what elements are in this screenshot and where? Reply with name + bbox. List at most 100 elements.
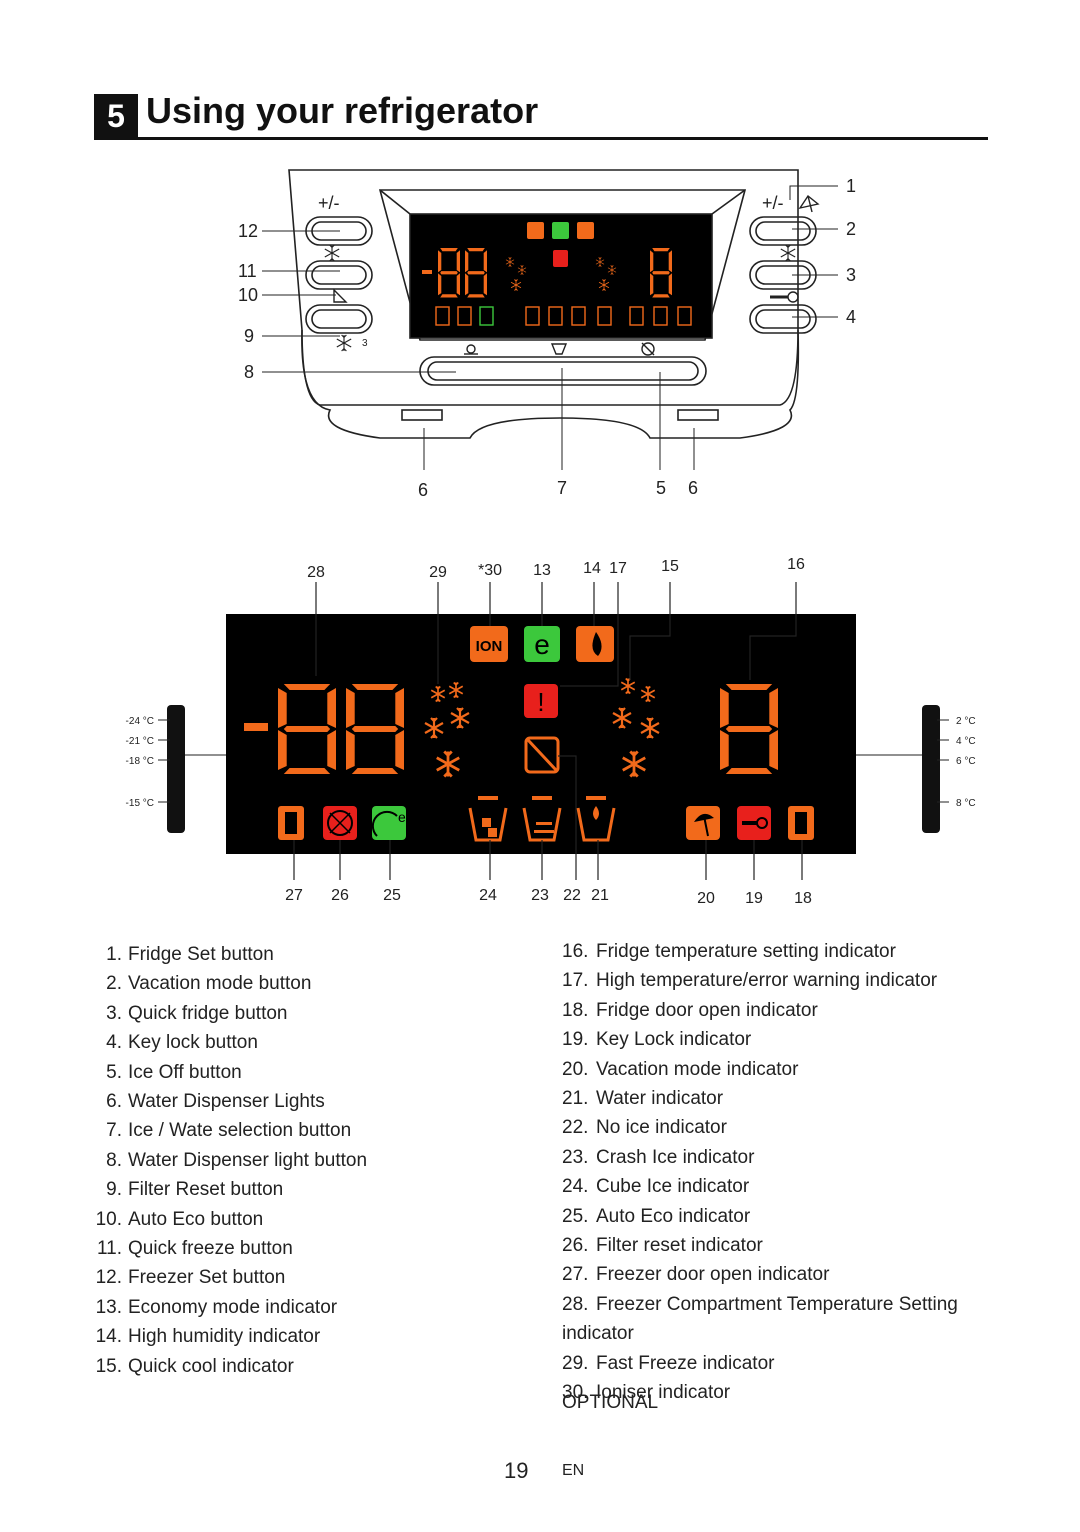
legend-item: 8.Water Dispenser light button [92, 1146, 367, 1175]
legend-item-number: 12. [95, 1267, 122, 1289]
legend-item: 12.Freezer Set button [92, 1263, 367, 1292]
quick-freeze-button[interactable] [305, 260, 373, 290]
legend-item-text: Fridge temperature setting indicator [596, 941, 896, 962]
callout-27: 27 [285, 887, 303, 904]
display-callout-lines [293, 582, 803, 880]
callout-21: 21 [591, 887, 609, 904]
callout-19: 19 [745, 890, 763, 907]
fridge-temp-scale: 2 °C 4 °C 6 °C 8 °C [856, 705, 976, 833]
legend-item-text: Fridge door open indicator [596, 999, 818, 1021]
legend-item: 15. Quick cool indicator [92, 1352, 367, 1381]
callout-18: 18 [794, 890, 812, 907]
callout-30: *30 [478, 562, 502, 579]
legend-item-text: Fast Freeze indicator [596, 1352, 775, 1374]
dispenser-light-left [401, 409, 443, 421]
title-underline [94, 137, 988, 140]
freezer-scale-label: -21 °C [126, 736, 154, 747]
legend-item: 10.Auto Eco button [92, 1205, 367, 1234]
mini-humidity-indicator [577, 222, 594, 239]
warning-indicator [524, 684, 558, 718]
legend-item-text: Crash Ice indicator [596, 1146, 755, 1168]
legend-item-number: 18. [562, 999, 589, 1021]
no-ice-indicator [524, 736, 560, 774]
legend-item-number: 9. [106, 1179, 122, 1201]
legend-item: 23.Crash Ice indicator [562, 1143, 1002, 1172]
legend-item: 30.Ioniser indicator [562, 1378, 1002, 1407]
legend-item-text: Vacation mode button [128, 973, 312, 995]
legend-item: 27.Freezer door open indicator [562, 1260, 1002, 1289]
legend-item-text: Cube Ice indicator [596, 1176, 750, 1198]
key-lock-indicator [737, 806, 771, 840]
fridge-set-button[interactable] [749, 216, 817, 246]
freezer-scale-label: -24 °C [126, 716, 154, 727]
legend-item-text: Ice Off button [128, 1061, 242, 1083]
callout-16: 16 [787, 556, 805, 573]
freezer-temp-scale: -24 °C -21 °C -18 °C -15 °C [126, 705, 226, 833]
key-icon [770, 291, 799, 303]
legend-item-number: 3. [106, 1002, 122, 1024]
legend-item-number: 14. [95, 1326, 122, 1348]
callout-2: 2 [846, 219, 856, 239]
callout-23: 23 [531, 887, 549, 904]
freezer-door-open-indicator [278, 806, 304, 840]
fridge-scale-label: 4 °C [956, 736, 976, 747]
legend-item: 7.Ice / Wate selection button [92, 1116, 367, 1145]
legend-item: 20.Vacation mode indicator [562, 1055, 1002, 1084]
legend-item-number: 17. [562, 970, 589, 992]
fridge-plus-minus-mark: +/- [762, 193, 784, 213]
mini-minus-segment [422, 270, 432, 274]
legend-item-text: Quick fridge button [128, 1002, 288, 1024]
filter-reset-button[interactable] [305, 304, 373, 334]
fridge-scale-label: 2 °C [956, 716, 976, 727]
legend-item: 9.Filter Reset button [92, 1175, 367, 1204]
panel-icons [324, 194, 820, 356]
callout-29: 29 [429, 564, 447, 581]
freezer-scale-label: -18 °C [126, 756, 154, 767]
filter-reset-indicator [323, 806, 357, 840]
legend-item-number: 16. [562, 941, 589, 962]
callout-6-left: 6 [418, 480, 428, 500]
legend-item: 29. Fast Freeze indicator [562, 1349, 1002, 1378]
economy-mode-indicator [524, 626, 560, 662]
page-language: EN [562, 1462, 585, 1479]
panel-lower-housing [301, 329, 800, 439]
humidity-drop-icon [592, 632, 602, 656]
callout-12: 12 [238, 221, 258, 241]
legend-item-number: 24. [562, 1176, 589, 1198]
control-panel-diagram [288, 169, 817, 439]
legend-item-number: 21. [562, 1088, 589, 1110]
callout-28: 28 [307, 564, 325, 581]
quick-freeze-icon [324, 244, 340, 262]
legend-item-number: 30. [562, 1382, 589, 1404]
vacation-mode-indicator [686, 806, 720, 840]
legend-item-number: 4. [106, 1032, 122, 1054]
legend-item-text: Auto Eco indicator [596, 1205, 751, 1227]
legend-item-text: Fridge Set button [128, 944, 274, 965]
legend-item-number: 20. [562, 1058, 589, 1080]
dispenser-light-right [677, 409, 719, 421]
light-icon [464, 344, 478, 355]
callout-14: 14 [583, 560, 601, 577]
callout-3: 3 [846, 265, 856, 285]
key-lock-button[interactable] [749, 304, 817, 334]
legend-item-number: 8. [106, 1149, 122, 1171]
legend-item: 13.Economy mode indicator [92, 1293, 367, 1322]
legend-item: 3. Quick fridge button [92, 999, 367, 1028]
legend-item-text: Quick cool indicator [128, 1355, 294, 1377]
legend-item: 26.Filter reset indicator [562, 1231, 1002, 1260]
legend-item-text: Freezer door open indicator [596, 1264, 830, 1286]
optional-note: OPTIONAL [562, 1392, 659, 1413]
legend-item-number: 29. [562, 1352, 589, 1374]
legend-item: 22.No ice indicator [562, 1113, 1002, 1142]
freezer-temperature-digits [244, 684, 404, 774]
dispenser-selection-bar[interactable] [419, 356, 707, 386]
legend-item: 14.High humidity indicator [92, 1322, 367, 1351]
legend-item-number: 15. [95, 1355, 122, 1377]
legend-item: 16. Fridge temperature setting indicator [562, 937, 1002, 966]
mini-ion-indicator [527, 222, 544, 239]
legend-item: 21.Water indicator [562, 1084, 1002, 1113]
panel-callout-lines [262, 185, 838, 470]
ice-off-icon [641, 342, 655, 356]
glass-icon [550, 343, 568, 355]
fridge-scale-label: 6 °C [956, 756, 976, 767]
